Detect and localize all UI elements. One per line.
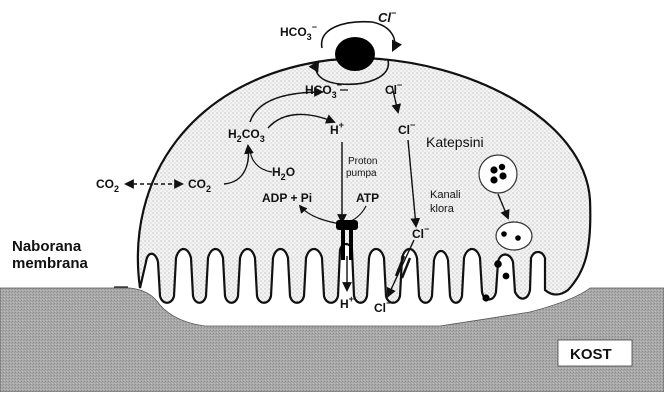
ruffled-membrane-line-1: Naborana	[12, 238, 88, 255]
h-plus-bottom-label: H+	[340, 294, 354, 311]
katepsini-label: Katepsini	[426, 134, 484, 150]
hco3-top-label: HCO3−	[280, 22, 317, 42]
proton-pump	[336, 220, 358, 230]
ruffled-membrane-label: Naborana membrana	[12, 238, 88, 272]
kost-label: KOST	[570, 346, 612, 363]
proton-pump-label-1: Proton	[348, 156, 377, 167]
ruffled-membrane-line-2: membrana	[12, 255, 88, 272]
hco3-cl-exchanger	[335, 37, 375, 71]
released-enzyme	[494, 260, 502, 268]
kanali-label-1: Kanali	[430, 189, 461, 201]
atp-label: ATP	[356, 191, 379, 205]
kanali-label-2: klora	[430, 203, 455, 215]
adp-pi-label: ADP + Pi	[262, 191, 312, 205]
cathepsin-vesicle	[479, 155, 517, 193]
cl-top-label: Cl−	[378, 8, 397, 25]
fusing-vesicle	[496, 222, 532, 250]
proton-pump-label-2: pumpa	[346, 168, 377, 179]
cl-bottom-label: Cl−	[374, 298, 391, 315]
co2-left-label: CO2	[96, 177, 119, 194]
